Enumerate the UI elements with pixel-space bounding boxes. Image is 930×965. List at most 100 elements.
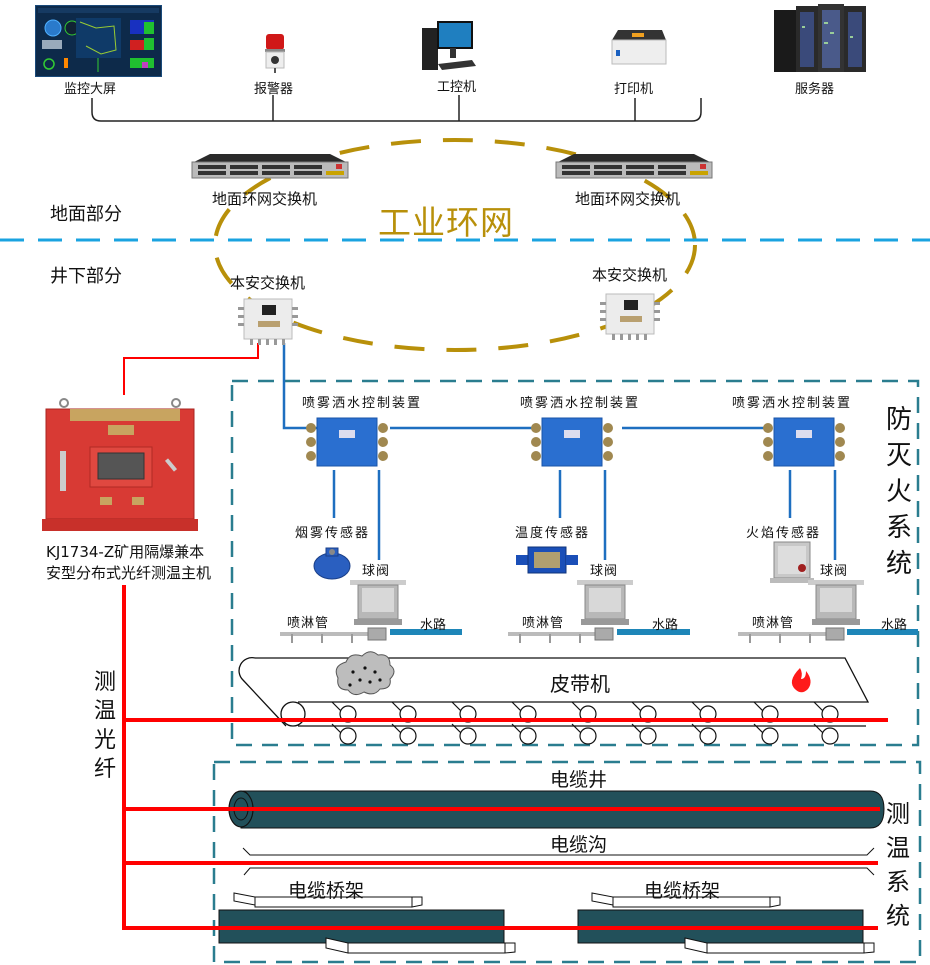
- cable-tray-label-2: 电缆桥架: [644, 880, 721, 902]
- controller-label-1: 喷雾洒水控制装置: [302, 396, 423, 411]
- cable-tray-label-1: 电缆桥架: [288, 880, 365, 902]
- ball-valve-icon: [808, 580, 864, 641]
- conveyor-label: 皮带机: [550, 672, 610, 696]
- host-network-link: [123, 343, 259, 395]
- ground-ring-switch-label-2: 地面环网交换机: [575, 190, 681, 208]
- temperature-sensor-icon: [516, 546, 578, 574]
- water-label-3: 水路: [881, 618, 908, 633]
- monitor-wall-device: [35, 5, 162, 77]
- valve-label-1: 球阀: [362, 564, 391, 579]
- valve-label-2: 球阀: [590, 564, 619, 579]
- safety-switch-label-1: 本安交换机: [230, 274, 306, 292]
- safety-switch-1: [236, 295, 300, 347]
- ball-valve-icon: [577, 580, 633, 641]
- conveyor-roller: [339, 727, 357, 745]
- network-switch-icon: [555, 154, 713, 179]
- cable-tray-right: [577, 892, 875, 954]
- ring-network-title: 工业环网: [378, 203, 514, 242]
- conveyor-roller: [699, 727, 717, 745]
- safety-switch-2: [598, 290, 662, 342]
- sensor-label-1: 烟雾传感器: [295, 526, 371, 541]
- conveyor-belt: [238, 657, 870, 727]
- conveyor-roller: [519, 727, 537, 745]
- ball-valve-2: [575, 578, 635, 644]
- cable-trench-label: 电缆沟: [550, 834, 608, 856]
- printer-device: [610, 26, 668, 68]
- ring-network-ellipse: [213, 138, 697, 352]
- spray-controller-icon: [306, 417, 388, 467]
- spray-label-2: 喷淋管: [522, 616, 565, 631]
- valve-label-3: 球阀: [820, 564, 849, 579]
- underground-section-label: 井下部分: [50, 266, 122, 287]
- alarm-label: 报警器: [254, 82, 294, 97]
- sensor-label-2: 温度传感器: [515, 526, 591, 541]
- spray-controller-3: [762, 414, 847, 472]
- flame-icon: [791, 668, 811, 693]
- cable-tray-left: [218, 892, 516, 954]
- ball-valve-icon: [350, 580, 406, 641]
- spray-nozzles: [291, 634, 811, 643]
- spray-controller-icon: [763, 417, 845, 467]
- alarm-light-icon: [265, 34, 285, 73]
- server-rack-icon: [774, 4, 866, 72]
- smoke-sensor: [312, 542, 352, 582]
- conveyor-roller: [639, 727, 657, 745]
- head-pulley: [280, 701, 306, 727]
- spray-label-3: 喷淋管: [752, 616, 795, 631]
- workstation-label: 工控机: [437, 80, 477, 95]
- surface-section-label: 地面部分: [50, 204, 122, 225]
- conveyor-rollers: [331, 701, 839, 745]
- spray-controller-2: [530, 414, 615, 472]
- spray-label-1: 喷淋管: [287, 616, 330, 631]
- explosion-proof-host-icon: [42, 398, 198, 531]
- fiber-vertical-label: 测温光纤: [93, 670, 116, 782]
- smoke-sensor-icon: [313, 547, 351, 580]
- cable-trench: [242, 847, 875, 876]
- server-label: 服务器: [795, 82, 835, 97]
- safety-switch-label-2: 本安交换机: [592, 266, 668, 284]
- ball-valve-3: [806, 578, 866, 644]
- intrinsic-safety-switch-icon: [238, 298, 298, 345]
- conveyor-roller: [761, 727, 779, 745]
- host-label-line2: 安型分布式光纤测温主机: [46, 564, 212, 582]
- monitor-wall-icon: [38, 8, 159, 72]
- flame-sensor: [768, 540, 816, 586]
- host-label-line1: KJ1734-Z矿用隔爆兼本: [46, 543, 205, 561]
- controller-drops: [332, 470, 837, 560]
- spray-controller-1: [305, 414, 390, 472]
- water-label-1: 水路: [420, 618, 447, 633]
- ground-ring-switch-2: [554, 152, 714, 182]
- network-switch-icon: [191, 154, 349, 179]
- controller-label-2: 喷雾洒水控制装置: [520, 396, 641, 411]
- ground-ring-switch-1: [190, 152, 350, 182]
- conveyor-roller: [399, 727, 417, 745]
- conveyor-roller: [459, 727, 477, 745]
- conveyor-roller: [579, 727, 597, 745]
- monitor-wall-label: 监控大屏: [64, 82, 117, 97]
- sensor-label-3: 火焰传感器: [746, 526, 822, 541]
- printer-icon: [611, 30, 667, 65]
- ball-valve-1: [348, 578, 408, 644]
- fiber-temperature-host: [40, 395, 200, 535]
- alarm-device: [262, 30, 288, 74]
- surface-bus-line: [91, 98, 702, 122]
- workstation-device: [420, 18, 476, 76]
- server-device: [760, 2, 875, 76]
- water-label-2: 水路: [652, 618, 679, 633]
- desktop-computer-icon: [422, 21, 476, 70]
- controller-label-3: 喷雾洒水控制装置: [732, 396, 853, 411]
- temp-system-box: [212, 760, 922, 964]
- fire-system-title: 防灭火系统: [885, 405, 912, 579]
- temp-system-title: 测温系统: [886, 800, 910, 930]
- temperature-sensor: [514, 545, 580, 575]
- fire-system-box: [230, 379, 920, 747]
- cable-shaft-label: 电缆井: [550, 769, 608, 791]
- temperature-fiber: [122, 585, 888, 930]
- flame-sensor-icon: [770, 541, 814, 583]
- spray-controller-icon: [531, 417, 613, 467]
- smoke-cloud-icon: [335, 651, 395, 696]
- printer-label: 打印机: [614, 82, 654, 97]
- conveyor-roller: [821, 727, 839, 745]
- intrinsic-safety-switch-icon: [600, 293, 660, 340]
